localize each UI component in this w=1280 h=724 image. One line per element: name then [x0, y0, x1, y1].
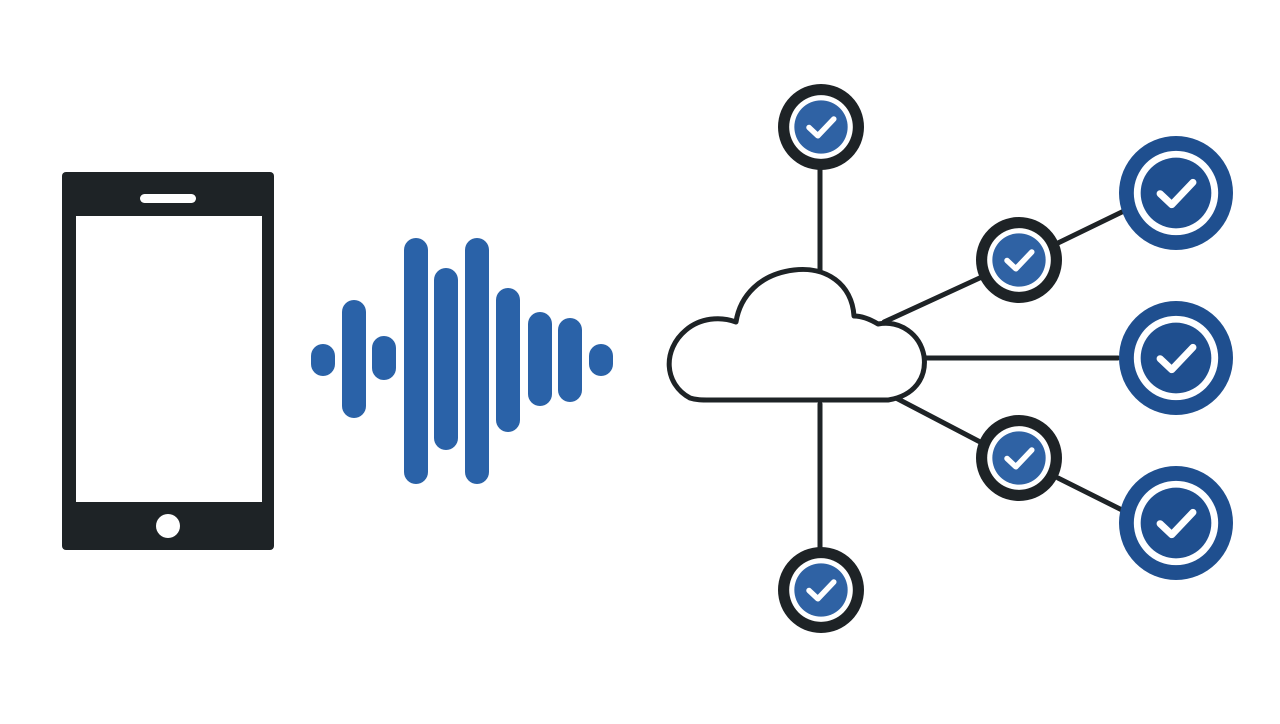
wave-bar-4: [404, 238, 428, 484]
node-fill: [992, 431, 1046, 485]
check-icon: [806, 116, 837, 139]
wave-bar-7: [496, 288, 520, 432]
check-icon: [1156, 343, 1197, 374]
connector-lower-mid-to-lower-right: [1055, 475, 1129, 515]
node-middle-right: [1119, 301, 1233, 415]
wave-bar-9: [558, 318, 582, 402]
node-fill: [794, 563, 848, 617]
check-icon: [1156, 508, 1197, 539]
node-lower-mid: [976, 415, 1062, 501]
connector-cloud-lower-mid: [893, 395, 987, 447]
phone-home-button: [156, 514, 180, 538]
node-upper-mid: [976, 217, 1062, 303]
wave-bar-6: [465, 238, 489, 484]
node-fill: [1140, 322, 1212, 394]
check-icon: [806, 579, 837, 602]
node-fill: [794, 100, 848, 154]
check-icon: [1004, 447, 1035, 470]
sound-wave-icon: [311, 238, 613, 484]
node-fill: [1140, 487, 1212, 559]
node-lower-right: [1119, 466, 1233, 580]
connector-cloud-upper-mid: [881, 273, 987, 325]
node-fill: [1140, 157, 1212, 229]
node-fill: [992, 233, 1046, 287]
cloud-icon: [666, 266, 927, 403]
wave-bar-10: [589, 344, 613, 376]
wave-bar-1: [311, 344, 335, 376]
check-nodes: [778, 84, 1233, 633]
wave-bar-2: [342, 300, 366, 418]
node-upper-right: [1119, 136, 1233, 250]
wave-bar-8: [528, 312, 552, 406]
phone-speaker: [140, 194, 196, 203]
wave-bar-5: [434, 268, 458, 450]
check-icon: [1004, 249, 1035, 272]
node-top: [778, 84, 864, 170]
connector-lines: [817, 163, 1129, 555]
connector-upper-mid-to-upper-right: [1055, 207, 1129, 246]
smartphone-icon: [62, 172, 274, 550]
check-icon: [1156, 178, 1197, 209]
phone-screen: [76, 216, 262, 502]
wave-bar-3: [372, 336, 396, 380]
node-bottom: [778, 547, 864, 633]
